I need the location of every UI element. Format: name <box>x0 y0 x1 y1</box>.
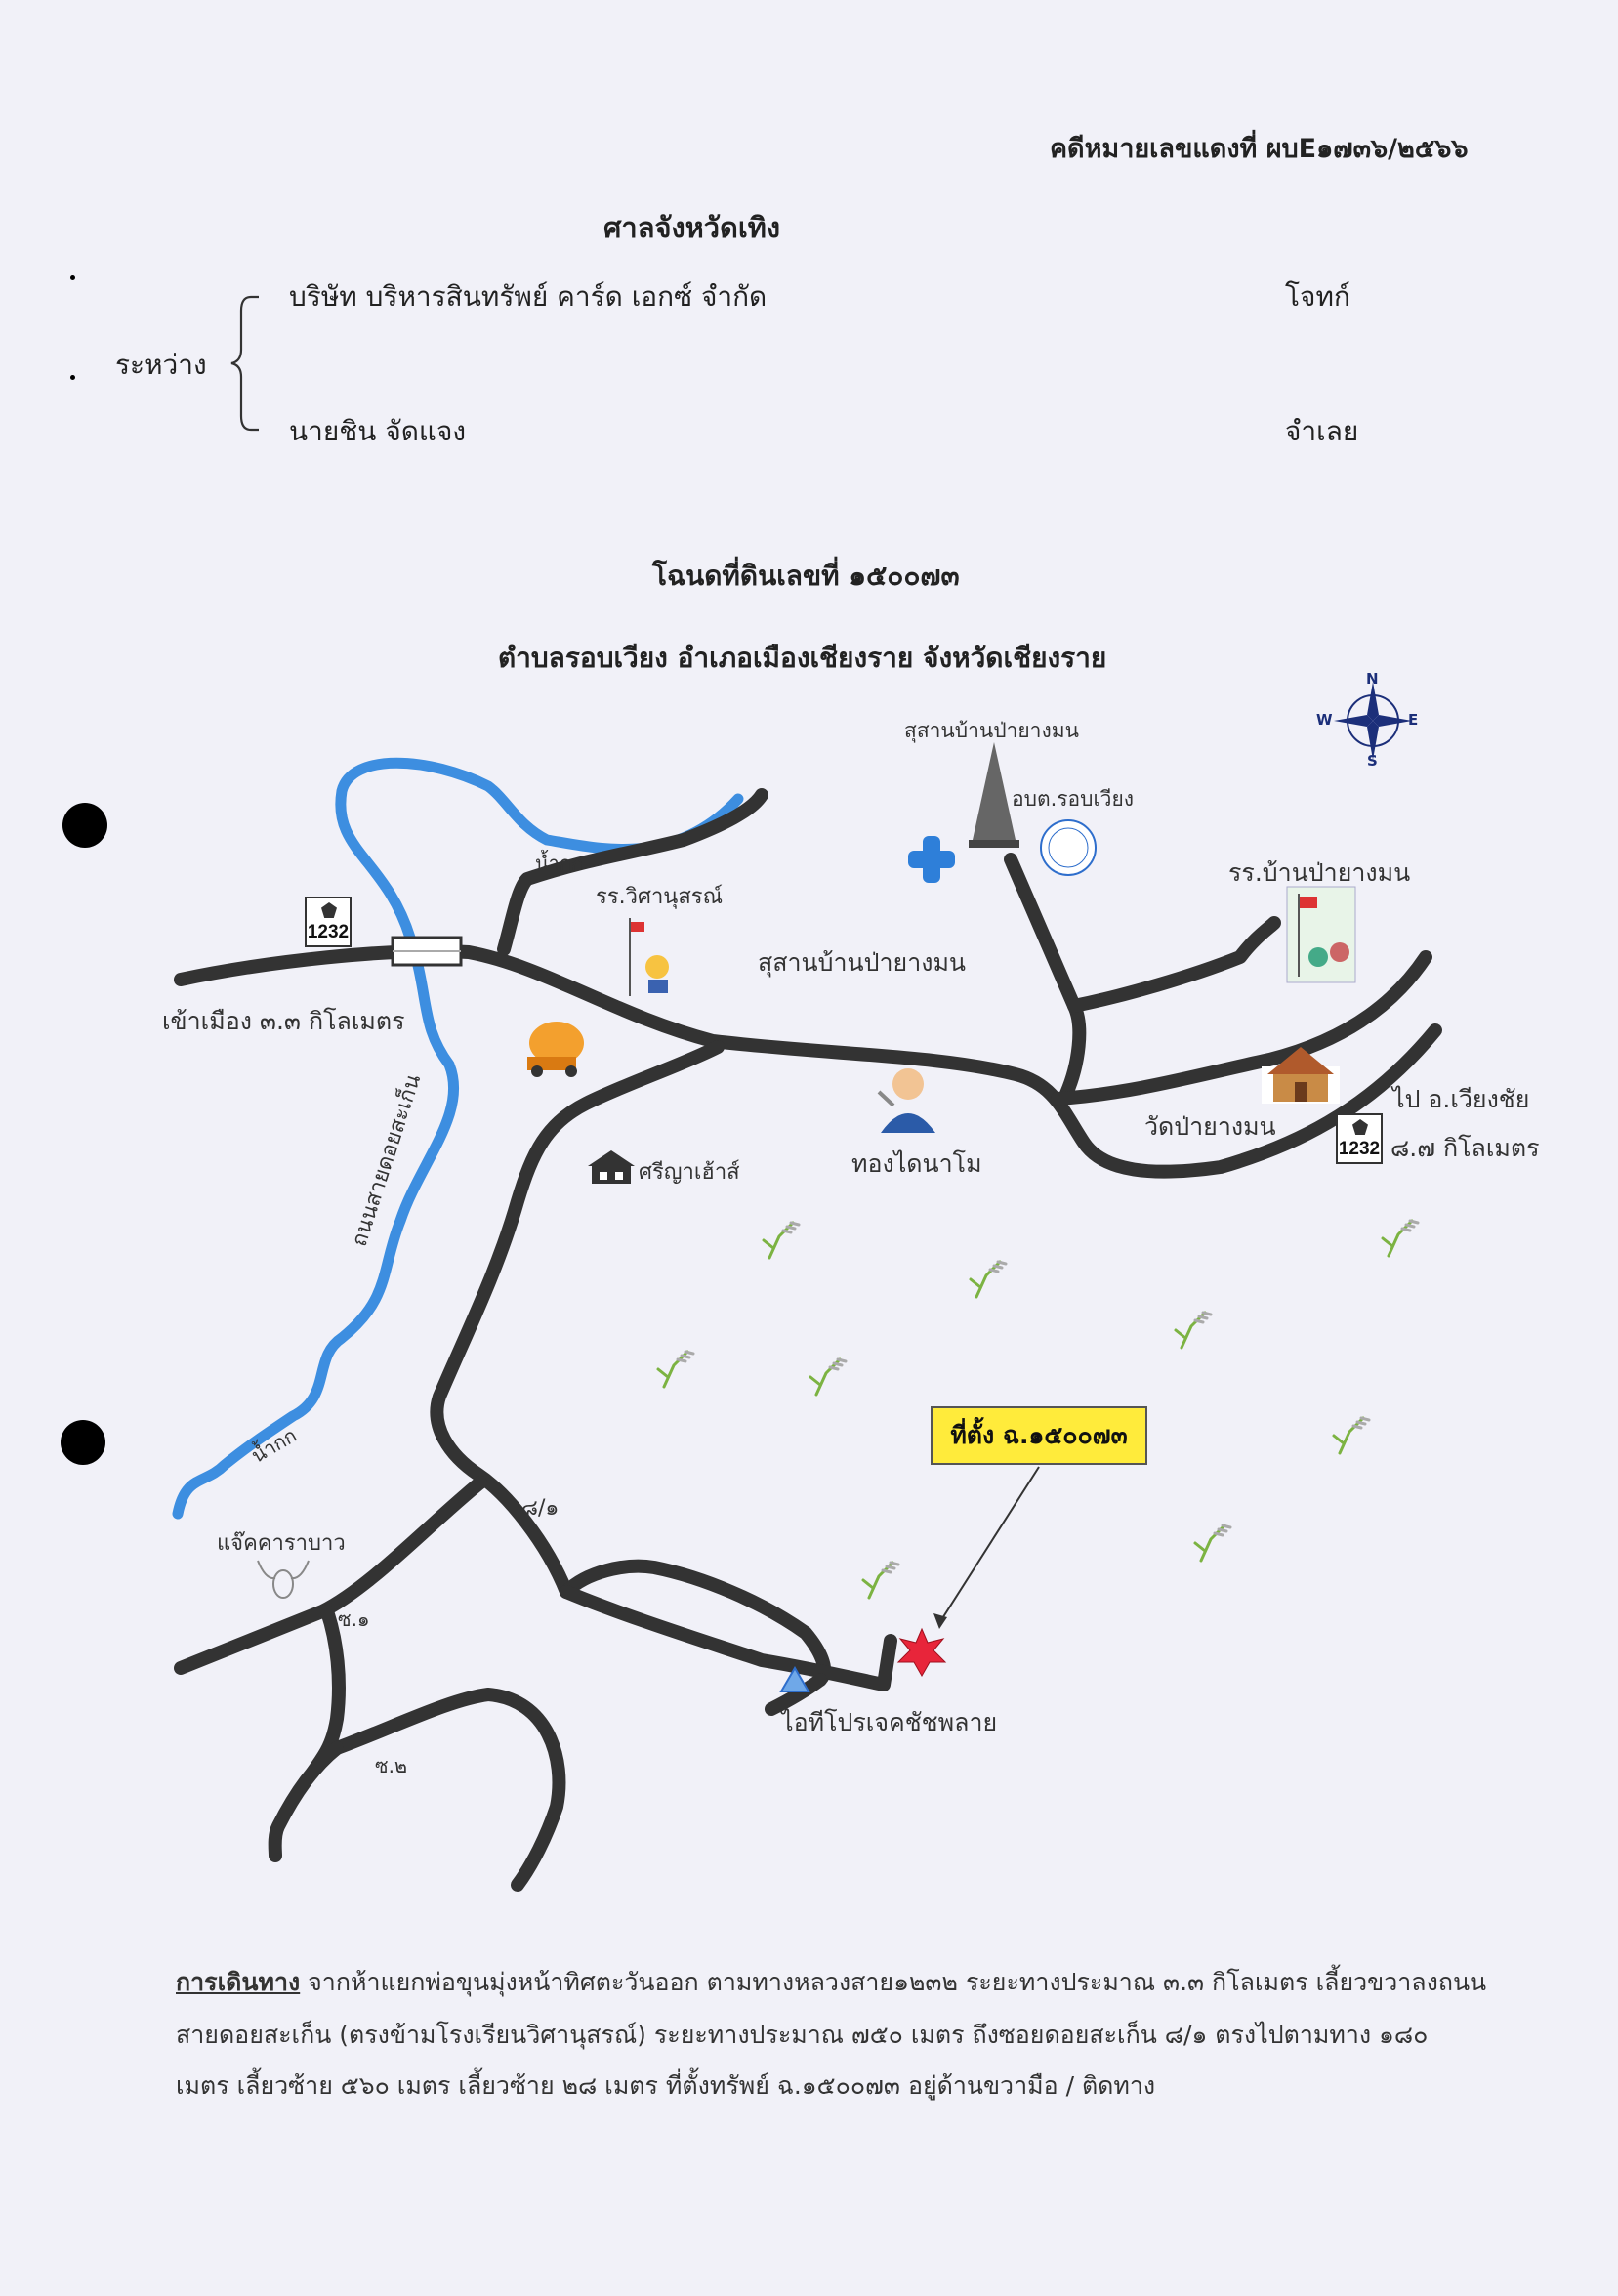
distance-right-label: ๘.๗ กิโลเมตร <box>1390 1134 1540 1162</box>
site-label-box: ที่ตั้ง ฉ.๑๕๐๐๗๓ <box>931 1406 1147 1465</box>
bull-skull-icon <box>257 1560 310 1599</box>
party-bracket <box>230 295 259 432</box>
directions-line-3: เมตร เลี้ยวซ้าย ๕๖๐ เมตร เลี้ยวซ้าย ๒๘ เ… <box>176 2071 1156 2100</box>
punch-hole-top <box>62 803 107 848</box>
road-soi-8-1 <box>560 1559 831 1687</box>
compass-w-label: W <box>1316 711 1333 729</box>
soi-8-1-label: ๘/๑ <box>521 1496 560 1521</box>
project-triangle-icon <box>779 1666 810 1692</box>
school-payangmon-label: รร.บ้านป่ายางมน <box>1228 858 1411 887</box>
river-kok-label-top: น้ำกก <box>535 852 584 875</box>
concrete-mixer-icon <box>527 1022 584 1077</box>
resort-label: ศรีญาเฮ้าส์ <box>639 1160 740 1185</box>
highway-shield-left: 1232 <box>305 897 352 947</box>
project-label: ไอทีโปรเจคชัชพลาย <box>781 1708 998 1736</box>
junction-label: แจ๊คคาราบาว <box>217 1531 346 1556</box>
road-east-branch <box>1051 950 1432 1106</box>
river-kok <box>172 757 744 1520</box>
compass-e-label: E <box>1408 711 1419 729</box>
directions-label: การเดินทาง <box>176 1968 301 1996</box>
highway-number: 1232 <box>307 922 350 942</box>
road-to-school <box>1067 916 1281 1013</box>
compass-n-label: N <box>1366 670 1379 688</box>
case-number: คดีหมายเลขแดงที่ ผบE๑๗๓๖/๒๕๖๖ <box>1050 134 1469 164</box>
clinic-cross-icon <box>908 836 955 883</box>
roads <box>174 788 1442 1892</box>
road-north-river <box>497 788 768 956</box>
site-pointer <box>938 1466 1040 1624</box>
road-project <box>765 1673 827 1716</box>
punch-hole-bottom <box>61 1420 105 1465</box>
plaintiff-role: โจทก์ <box>1285 280 1350 313</box>
land-deed-title: โฉนดที่ดินเลขที่ ๑๕๐๐๗๓ <box>652 560 960 592</box>
court-name: ศาลจังหวัดเทิง <box>603 211 781 244</box>
between-label: ระหว่าง <box>115 349 207 381</box>
dynamo-shop-label: ทองไดนาโม <box>851 1149 982 1178</box>
road-to-sao <box>1004 853 1087 1101</box>
sao-seal-icon <box>1040 819 1097 876</box>
bridge-icon <box>391 936 463 967</box>
site-pointer-arrowhead <box>933 1613 947 1629</box>
plaintiff-name: บริษัท บริหารสินทรัพย์ คาร์ด เอกซ์ จำกัด <box>289 280 768 313</box>
cemetery-label-top: สุสานบ้านป่ายางมน <box>904 719 1079 742</box>
to-chiang-khong-label: ไป อ.เวียงชัย <box>1392 1085 1530 1113</box>
directions-line-1: การเดินทาง จากห้าแยกพ่อขุนมุ่งหน้าทิศตะว… <box>176 1963 1486 2002</box>
highway-number: 1232 <box>1338 1139 1381 1159</box>
directions-line-2: สายดอยสะเก็น (ตรงข้ามโรงเรียนวิศานุสรณ์)… <box>176 2021 1429 2049</box>
compass-icon <box>1334 682 1412 760</box>
margin-mark <box>70 375 75 380</box>
temple-label: วัดป่ายางมน <box>1144 1112 1276 1141</box>
sao-label: อบต.รอบเวียง <box>1012 787 1135 811</box>
site-marker-icon <box>896 1627 947 1678</box>
soi-2-label: ซ.๒ <box>375 1754 408 1777</box>
soi-1-label: ซ.๑ <box>338 1607 370 1631</box>
river <box>172 757 744 1520</box>
road-soi-2-west <box>268 1741 344 1862</box>
school-wisanusorn-icon <box>629 918 669 996</box>
school-wisanusorn-label: รร.วิศานุสรณ์ <box>596 885 723 909</box>
cemetery-label-mid: สุสานบ้านป่ายางมน <box>758 948 967 977</box>
temple-building-icon <box>1262 1047 1340 1104</box>
compass-s-label: S <box>1367 752 1378 770</box>
margin-mark <box>70 275 75 280</box>
temple-spire-icon <box>969 742 1019 848</box>
location-title: ตำบลรอบเวียง อำเภอเมืองเชียงราย จังหวัดเ… <box>498 642 1107 674</box>
mechanic-icon <box>877 1068 935 1133</box>
defendant-role: จำเลย <box>1285 415 1359 447</box>
rice-plants-icon <box>656 1219 1420 1600</box>
school-payangmon-icon <box>1286 886 1356 983</box>
directions-text: จากห้าแยกพ่อขุนมุ่งหน้าทิศตะวันออก ตามทา… <box>308 1968 1487 1996</box>
defendant-name: นายชิน จัดแจง <box>289 415 467 447</box>
road-doi-sakoen <box>430 1040 725 1599</box>
highway-shield-right: 1232 <box>1336 1113 1383 1164</box>
to-city-label: เข้าเมือง ๓.๓ กิโลเมตร <box>162 1007 405 1035</box>
house-icon <box>588 1150 635 1184</box>
road-soi-2 <box>330 1688 566 1892</box>
road-to-site <box>560 1585 897 1691</box>
